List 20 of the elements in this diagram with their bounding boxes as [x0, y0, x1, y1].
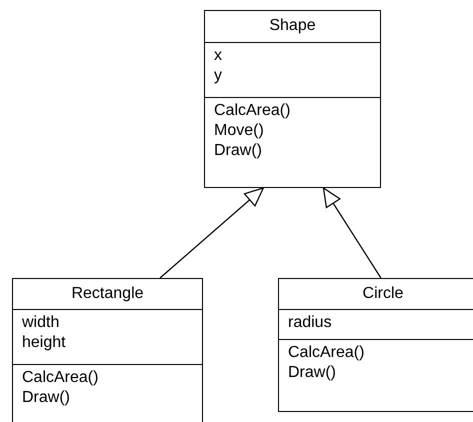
- method-text: Draw(): [288, 362, 336, 383]
- method-text: Draw(): [214, 140, 262, 161]
- inheritance-arrow: [160, 187, 264, 278]
- method-text: CalcArea(): [22, 368, 98, 388]
- class-name: Shape: [269, 17, 316, 36]
- method-text: Draw(): [22, 388, 70, 408]
- attribute-text: x: [214, 46, 222, 66]
- attribute-text: width: [22, 313, 60, 333]
- class-name: Circle: [362, 284, 404, 303]
- inheritance-arrow: [322, 187, 382, 278]
- class-name: Rectangle: [71, 285, 144, 303]
- class-box: [12, 278, 203, 422]
- method-text: CalcArea(): [214, 100, 290, 121]
- method-text: Move(): [214, 120, 264, 141]
- class-box: [204, 10, 381, 188]
- class-box: [278, 278, 473, 412]
- method-text: CalcArea(): [288, 342, 364, 363]
- attribute-text: radius: [288, 312, 332, 333]
- attribute-text: height: [22, 333, 66, 353]
- attribute-text: y: [214, 66, 222, 86]
